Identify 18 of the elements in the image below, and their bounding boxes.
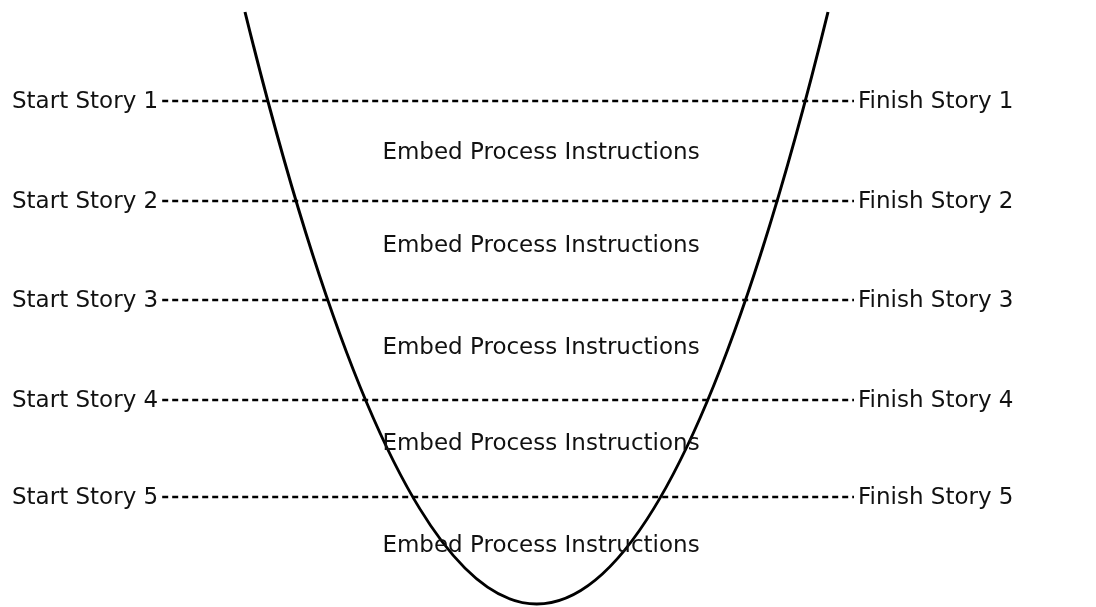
story-label: Start Story 3 xyxy=(12,286,159,314)
dashed-line xyxy=(162,99,854,103)
story-label: Finish Story 5 xyxy=(858,483,1014,511)
story-label: Start Story 1 xyxy=(12,87,159,115)
story-label: Start Story 2 xyxy=(12,187,159,215)
story-label: Start Story 5 xyxy=(12,483,159,511)
story-label: Finish Story 4 xyxy=(858,386,1014,414)
story-label: Finish Story 2 xyxy=(858,187,1014,215)
story-label: Start Story 4 xyxy=(12,386,159,414)
story-label: Finish Story 3 xyxy=(858,286,1014,314)
dashed-line xyxy=(162,298,854,302)
instruction-text: Embed Process Instructions xyxy=(382,231,700,259)
dashed-line xyxy=(162,398,854,402)
story-label: Finish Story 1 xyxy=(858,87,1014,115)
dashed-line xyxy=(162,495,854,499)
instruction-text: Embed Process Instructions xyxy=(382,333,700,361)
instruction-text: Embed Process Instructions xyxy=(382,138,700,166)
dashed-line xyxy=(162,199,854,203)
